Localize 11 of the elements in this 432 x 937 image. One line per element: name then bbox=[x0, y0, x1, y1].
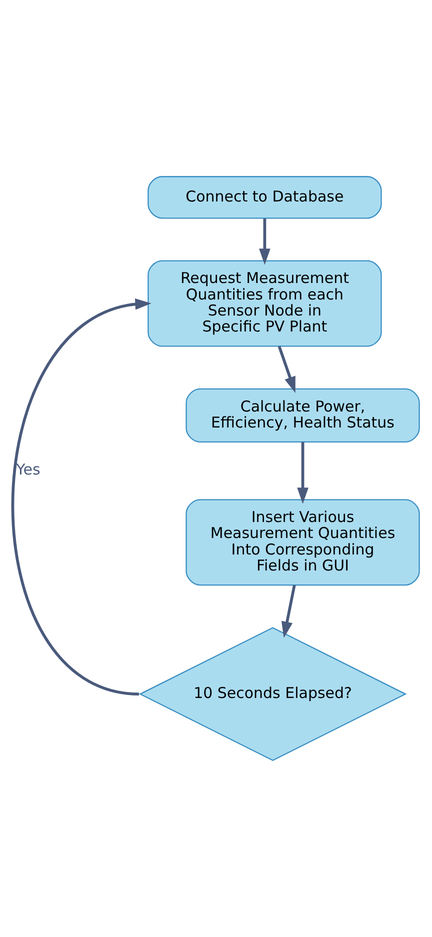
arrow bbox=[259, 218, 270, 265]
arrow bbox=[281, 584, 296, 638]
node-box: Insert Various Measurement Quantities Into Corresponding Fields in GUI bbox=[186, 499, 420, 586]
arrow bbox=[11, 298, 152, 696]
node-box: Connect to Database bbox=[148, 176, 382, 219]
arrow bbox=[278, 346, 296, 393]
edge-label: Yes bbox=[16, 460, 40, 479]
node-diamond: 10 Seconds Elapsed? bbox=[138, 627, 407, 762]
node-box: Request Measurement Quantities from each Sensor Node in Specific PV Plant bbox=[148, 260, 382, 347]
node-box: Calculate Power, Efficiency, Health Status bbox=[186, 388, 420, 443]
arrow bbox=[297, 442, 308, 504]
